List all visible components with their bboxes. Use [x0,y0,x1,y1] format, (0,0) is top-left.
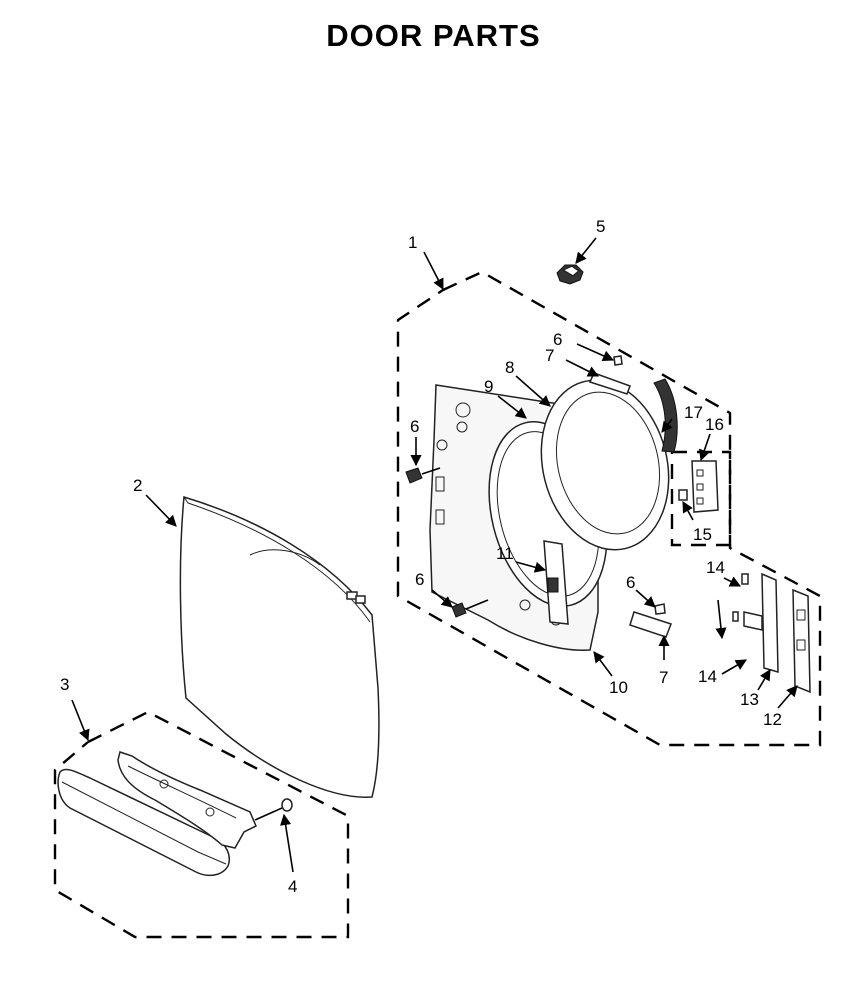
part-12-hinge-mount[interactable] [792,588,811,694]
part-7-hinge-bracket-lower[interactable] [629,611,672,638]
callout-7-upper: 7 [545,346,554,365]
strike-group-boundary [670,450,732,547]
part-7-hinge-bracket-upper[interactable] [588,372,631,395]
part-4-screw[interactable] [254,798,293,821]
part-6-screw-upper[interactable] [613,355,623,366]
part-6-screw-left[interactable] [405,467,441,484]
part-13-hinge[interactable] [743,572,779,674]
part-14-pin-upper[interactable] [741,573,749,585]
part-11-hinge-plate[interactable] [543,540,569,625]
callout-13: 13 [740,690,759,709]
handle-assembly-boundary [53,710,350,939]
callout-1: 1 [408,233,417,252]
part-15-screw[interactable] [678,489,688,501]
door-assembly-boundary [396,270,822,747]
callout-7-lower: 7 [659,668,668,687]
callout-10: 10 [609,678,628,697]
part-3-handle-bracket[interactable] [117,751,257,849]
callout-14-upper: 14 [706,558,725,577]
callout-14-lower: 14 [698,667,717,686]
part-5-plug[interactable] [556,264,584,285]
part-6-screw-lower-left[interactable] [451,599,489,618]
part-6-screw-lower-right[interactable] [654,603,666,615]
callout-5: 5 [596,217,605,236]
leader-lines [71,237,798,873]
part-17-seal[interactable] [653,378,678,453]
callout-4: 4 [288,877,297,896]
part-16-strike[interactable] [691,460,719,513]
part-2-outer-door[interactable] [179,496,380,798]
callout-6-upper: 6 [553,330,562,349]
part-3-door-handle[interactable] [57,768,230,877]
diagram-title: DOOR PARTS [326,18,541,53]
callout-3: 3 [60,675,69,694]
callout-6-lower-right: 6 [626,573,635,592]
part-14-pin-lower[interactable] [732,611,739,622]
callout-17: 17 [684,403,703,422]
part-8-door-glass[interactable] [524,367,686,564]
callout-8: 8 [505,358,514,377]
callout-16: 16 [705,415,724,434]
callout-6-lower-left: 6 [415,570,424,589]
callout-9: 9 [484,377,493,396]
callout-11: 11 [496,544,514,563]
callout-2: 2 [133,476,142,495]
callout-12: 12 [763,710,782,729]
callout-15: 15 [693,525,712,544]
callout-6-left: 6 [410,417,419,436]
